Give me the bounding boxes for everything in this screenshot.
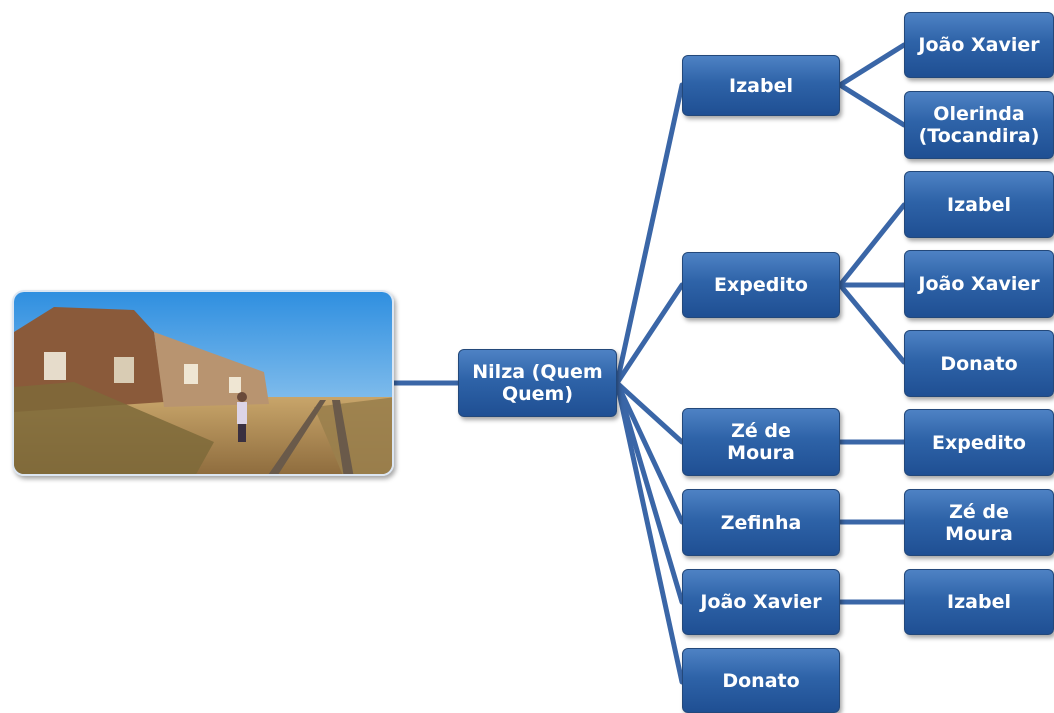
- root-node[interactable]: Nilza (Quem Quem): [458, 349, 617, 417]
- grandchild-node-label: Zé de Moura: [945, 500, 1013, 545]
- grandchild-node-label: João Xavier: [918, 34, 1040, 56]
- child-node-donato[interactable]: Donato: [682, 648, 840, 713]
- child-node-zefinha[interactable]: Zefinha: [682, 489, 840, 556]
- child-node-expedito[interactable]: Expedito: [682, 252, 840, 318]
- grandchild-node-expedito-2[interactable]: João Xavier: [904, 250, 1054, 318]
- grandchild-node-label: Izabel: [947, 193, 1011, 216]
- child-node-label: Donato: [722, 669, 800, 692]
- child-node-ze-de-moura[interactable]: Zé de Moura: [682, 408, 840, 476]
- grandchild-node-label: Olerinda (Tocandira): [918, 103, 1040, 147]
- child-node-label: Izabel: [729, 74, 793, 97]
- grandchild-node-label: Izabel: [947, 591, 1011, 613]
- connector-root-donato: [614, 380, 685, 685]
- grandchild-node-izabel-2[interactable]: Olerinda (Tocandira): [904, 91, 1054, 159]
- grandchild-node-label: João Xavier: [918, 273, 1040, 295]
- child-node-label: Zé de Moura: [727, 420, 795, 464]
- child-node-izabel[interactable]: Izabel: [682, 55, 840, 116]
- connector-expedito-3: [837, 282, 907, 365]
- photo-icon: [14, 292, 392, 474]
- child-node-label: Zefinha: [720, 511, 802, 534]
- child-node-joao-xavier[interactable]: João Xavier: [682, 569, 840, 635]
- grandchild-node-zefinha-1[interactable]: Zé de Moura: [904, 489, 1054, 556]
- connector-root-izabel: [614, 82, 685, 386]
- grandchild-node-expedito-1[interactable]: Izabel: [904, 171, 1054, 238]
- grandchild-node-expedito-3[interactable]: Donato: [904, 330, 1054, 397]
- connector-izabel-1: [837, 42, 907, 88]
- grandchild-node-izabel-1[interactable]: João Xavier: [904, 12, 1054, 78]
- connector-root-ze-de-moura: [614, 380, 685, 445]
- child-node-label: João Xavier: [700, 591, 822, 613]
- connector-root-joao-xavier: [614, 380, 685, 605]
- child-node-label: Expedito: [714, 274, 808, 296]
- connector-izabel-2: [837, 82, 907, 128]
- grandchild-node-label: Donato: [940, 352, 1018, 375]
- root-node-label: Nilza (Quem Quem): [472, 361, 603, 405]
- connector-expedito-1: [837, 202, 907, 288]
- photo-image: [12, 290, 394, 476]
- connector-root-expedito: [614, 282, 685, 386]
- connector-root-zefinha: [614, 380, 685, 525]
- grandchild-node-label: Expedito: [932, 431, 1026, 454]
- grandchild-node-joao-xavier-1[interactable]: Izabel: [904, 569, 1054, 635]
- grandchild-node-ze-de-moura-1[interactable]: Expedito: [904, 409, 1054, 476]
